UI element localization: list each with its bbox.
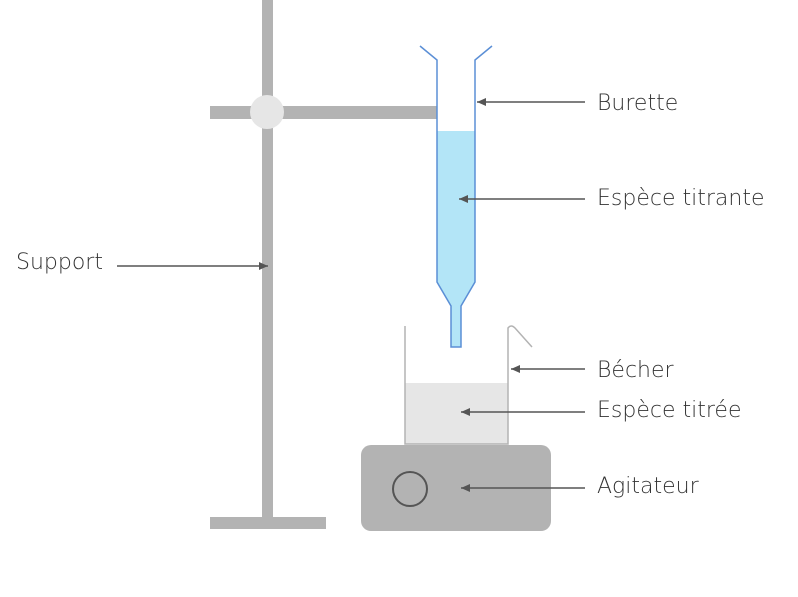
label-arrows (117, 98, 585, 492)
becher-outline (404, 325, 533, 445)
burette-outline (419, 45, 493, 348)
label-support: Support (16, 250, 103, 275)
clamp-knob (250, 95, 284, 129)
titree-liquid (405, 383, 508, 444)
burette (419, 45, 493, 348)
agitateur (361, 445, 551, 531)
label-burette: Burette (597, 91, 678, 116)
label-becher: Bécher (597, 358, 675, 383)
label-titree: Espèce titrée (597, 398, 741, 423)
clamp-arm (210, 106, 437, 119)
labels: Burette Espèce titrante Support Bécher E… (16, 91, 764, 499)
label-titrant: Espèce titrante (597, 186, 764, 211)
support-stand (210, 0, 437, 529)
becher (404, 325, 533, 445)
stand-base (210, 517, 326, 529)
stirrer-body (361, 445, 551, 531)
label-agitateur: Agitateur (597, 474, 700, 499)
titrant-liquid (437, 131, 475, 347)
stirrer-knob (392, 471, 428, 507)
stand-rod (262, 0, 273, 522)
